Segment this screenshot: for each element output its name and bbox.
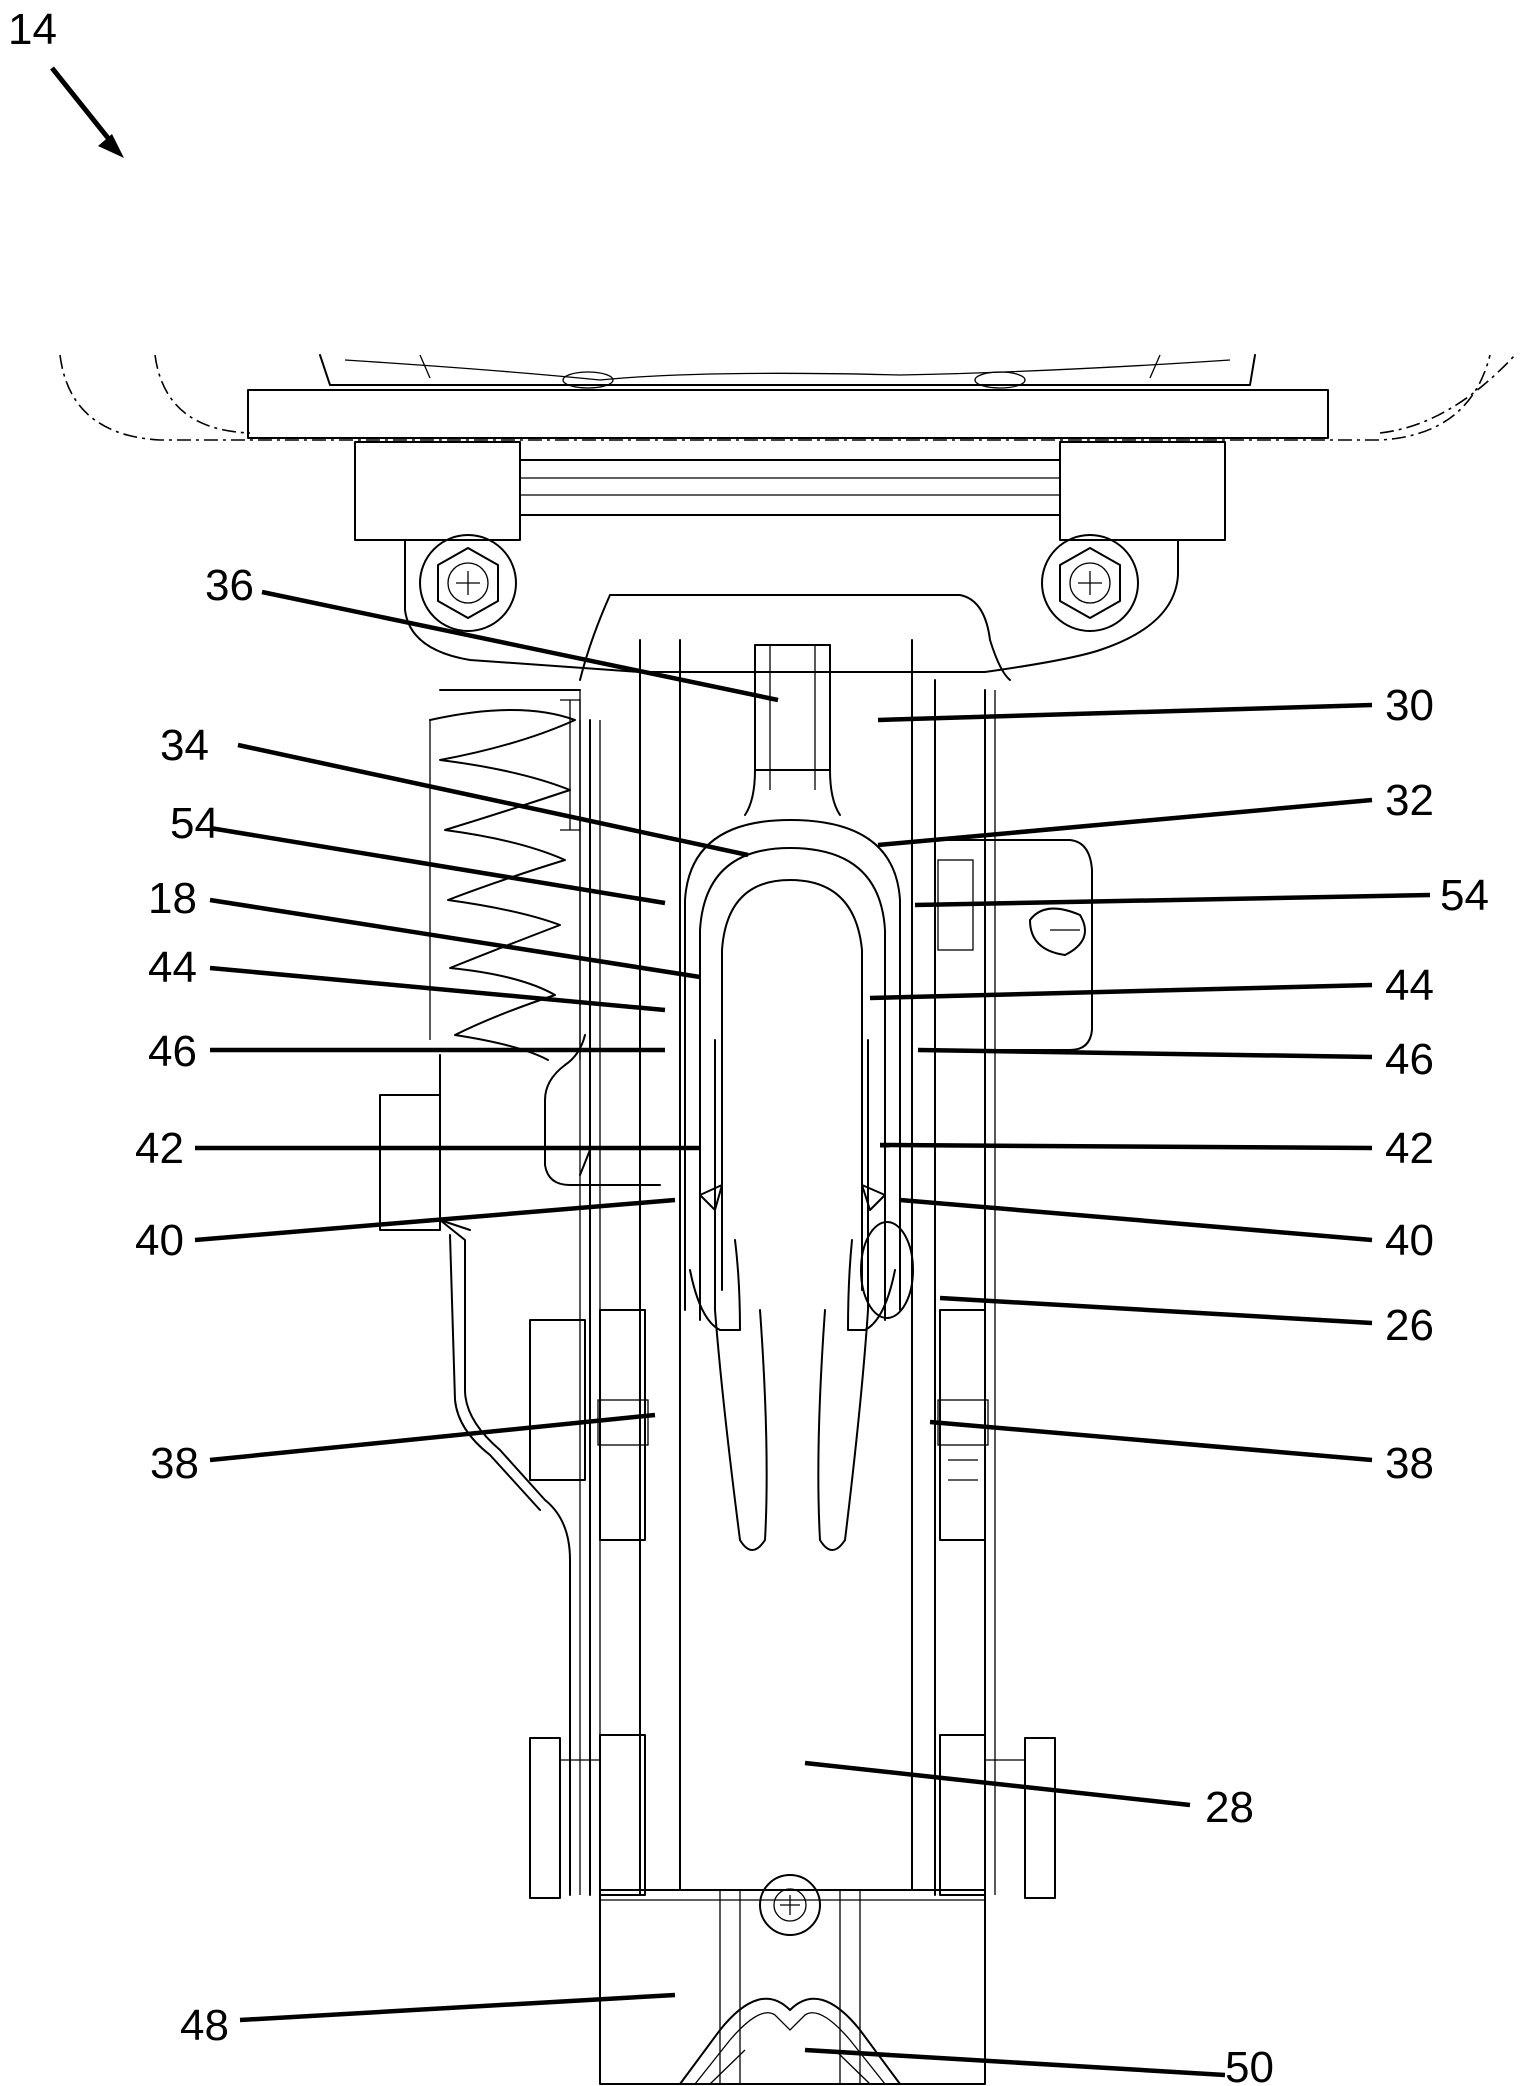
callout-46-left: 46 (148, 1027, 197, 1076)
u-spring-clip (685, 820, 913, 1550)
callout-42-right: 42 (1385, 1124, 1434, 1173)
callout-46-right: 46 (1385, 1035, 1434, 1084)
callout-18-left: 18 (148, 874, 197, 923)
callout-36-left: 36 (205, 561, 254, 610)
callout-34-left: 34 (160, 721, 209, 770)
top-base-plate (60, 355, 1515, 440)
callout-48-left: 48 (180, 2001, 229, 2050)
left-latch-lever (380, 1035, 660, 1895)
callout-54-left: 54 (170, 799, 219, 848)
lower-rail-blocks (530, 1310, 1055, 1898)
callout-38-left: 38 (150, 1439, 199, 1488)
center-channel (745, 645, 840, 815)
callout-38-right: 38 (1385, 1439, 1434, 1488)
callout-40-left: 40 (135, 1216, 184, 1265)
left-bolt (420, 535, 516, 631)
callout-30-right: 30 (1385, 681, 1434, 730)
callout-labels: 36 34 54 18 44 46 42 40 38 48 30 32 54 4… (135, 561, 1489, 2086)
bottom-fitting (600, 1875, 985, 2084)
callout-28-right: 28 (1205, 1783, 1254, 1832)
figure-number-label: 14 (8, 5, 57, 54)
callout-44-left: 44 (148, 943, 197, 992)
callout-54-right: 54 (1440, 871, 1489, 920)
callout-32-right: 32 (1385, 776, 1434, 825)
right-bolt (1042, 535, 1138, 631)
callout-50-right: 50 (1225, 2043, 1274, 2086)
callout-26-right: 26 (1385, 1301, 1434, 1350)
leader-lines (195, 592, 1430, 2075)
figure-arrow (52, 68, 124, 158)
right-side-bracket (935, 840, 1092, 1050)
callout-42-left: 42 (135, 1124, 184, 1173)
housing-rails (580, 640, 995, 1895)
callout-44-right: 44 (1385, 961, 1434, 1010)
callout-40-right: 40 (1385, 1216, 1434, 1265)
